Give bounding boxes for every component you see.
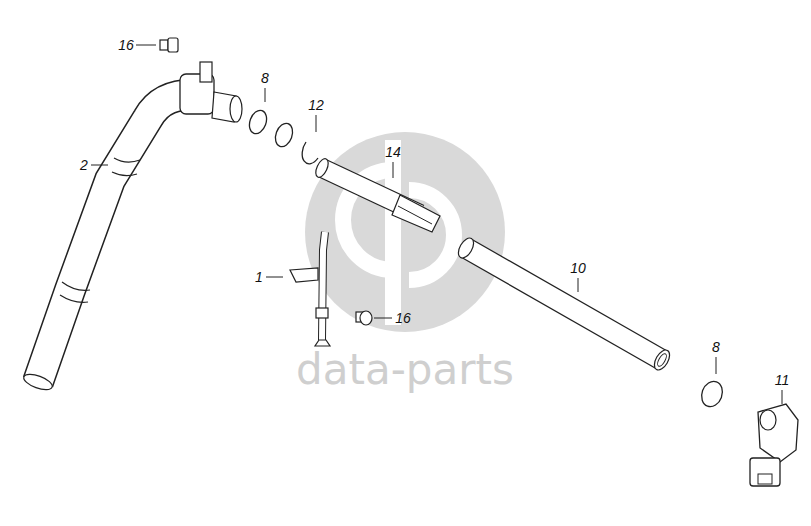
callout-number: 16 [395,311,411,325]
callout-number: 14 [385,145,401,159]
watermark-logo [305,132,505,332]
cut-tube [313,157,440,232]
callout-number: 12 [308,98,324,112]
watermark: data-parts [296,349,514,391]
callout-number: 10 [570,261,586,275]
callout-number: 8 [261,71,269,85]
leader-lines [91,45,782,404]
bolt [356,311,372,325]
callout-number: 8 [712,340,720,354]
callout-number: 2 [80,158,88,172]
hose-part [22,62,242,393]
bolt [160,38,178,52]
pipe-bracket [290,232,330,346]
callout-number: 1 [255,270,263,284]
fitting [750,404,798,486]
seal-rings [246,108,725,410]
callout-number: 11 [775,373,790,387]
callout-number: 16 [118,38,134,52]
